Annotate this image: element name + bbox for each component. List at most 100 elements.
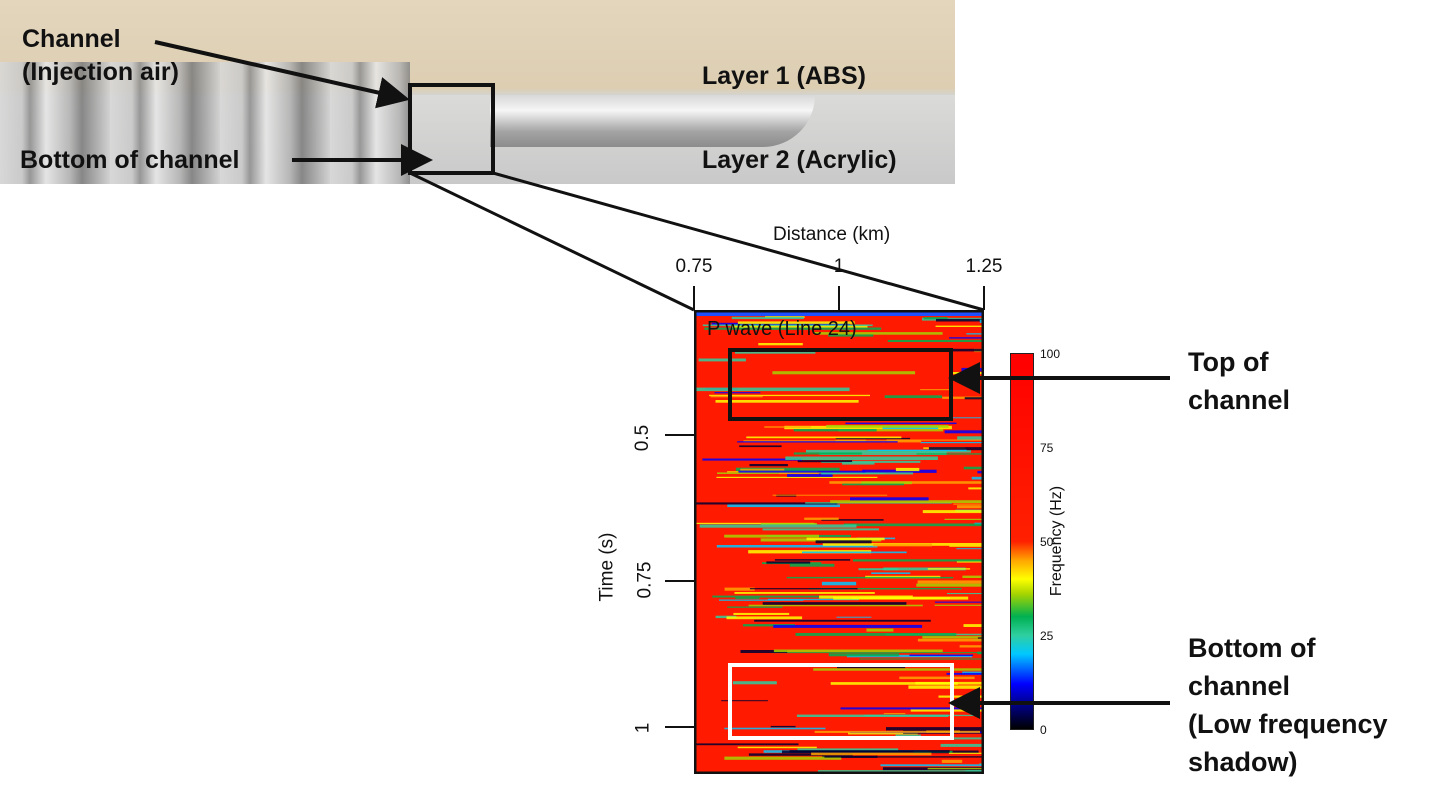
frequency-streak (766, 561, 811, 564)
frequency-streak (947, 593, 984, 595)
frequency-streak (934, 604, 984, 606)
frequency-streak (828, 653, 900, 657)
x-tick-0-75: 0.75 (675, 256, 713, 277)
frequency-streak (821, 519, 884, 521)
frequency-streak (817, 770, 984, 773)
frequency-streak (927, 568, 971, 570)
frequency-streak (956, 548, 984, 550)
frequency-streak (738, 470, 866, 473)
frequency-streak (977, 637, 984, 639)
frequency-streak (694, 743, 799, 746)
frequency-streak (813, 668, 984, 671)
frequency-streak (804, 517, 839, 520)
frequency-streak (770, 725, 796, 728)
frequency-streak (762, 528, 879, 531)
frequency-streak (826, 424, 949, 428)
frequency-streak (824, 756, 984, 758)
frequency-colorbar (1010, 353, 1034, 730)
frequency-streak (695, 522, 815, 524)
frequency-streak (760, 523, 817, 526)
frequency-streak (699, 524, 857, 528)
panel-title: P wave (Line 24) (707, 318, 857, 340)
frequency-streak (730, 324, 868, 328)
annotation-bottom-line-4: shadow) (1188, 747, 1298, 777)
frequency-streak (830, 682, 958, 685)
annotation-bottom-line-3: (Low frequency (1188, 709, 1388, 739)
frequency-streak (977, 651, 984, 655)
frequency-streak (949, 545, 984, 547)
frequency-streak (910, 709, 984, 712)
top-of-channel-box (728, 348, 953, 421)
arrow-channel (154, 40, 410, 109)
frequency-streak (715, 615, 737, 619)
frequency-streak (749, 588, 858, 590)
frequency-streak (789, 750, 950, 753)
frequency-streak (748, 604, 923, 607)
frequency-streak (947, 737, 984, 740)
frequency-streak (862, 469, 937, 473)
frequency-streak (767, 598, 859, 601)
frequency-streak (712, 595, 834, 598)
frequency-streak (793, 429, 877, 432)
top-blue-band (694, 310, 984, 316)
frequency-streak (702, 324, 873, 327)
frequency-streak (842, 462, 875, 465)
frequency-streak (709, 394, 870, 397)
frequency-streak (771, 652, 983, 654)
frequency-streak (694, 387, 850, 392)
frequency-streak (962, 575, 984, 578)
frequency-streak (867, 449, 967, 451)
frequency-streak (806, 449, 971, 453)
frequency-streak (920, 389, 950, 391)
frequency-streak (963, 466, 984, 470)
label-injection-air: (Injection air) (22, 58, 179, 86)
annotation-bottom-of-channel: Bottom of channel (Low frequency shadow) (1188, 629, 1388, 781)
frequency-streak (884, 395, 942, 399)
frequency-streak (940, 743, 984, 747)
frequency-streak (923, 317, 948, 320)
frequency-streak (922, 636, 984, 639)
frequency-streak (724, 587, 755, 591)
frequency-streak (735, 350, 816, 354)
frequency-streak (840, 707, 984, 710)
frequency-streak (724, 756, 842, 760)
label-layer-2: Layer 2 (Acrylic) (702, 146, 897, 174)
frequency-streak (886, 727, 984, 731)
frequency-streak (949, 337, 984, 339)
frequency-streak (787, 473, 833, 477)
frequency-streak (964, 397, 984, 400)
frequency-streak (895, 467, 920, 472)
frequency-streak (916, 453, 984, 455)
label-channel: Channel (22, 25, 121, 53)
frequency-streak (968, 487, 984, 490)
frequency-streak (772, 371, 916, 375)
frequency-streak (724, 534, 819, 538)
frequency-streak (797, 748, 899, 751)
frequency-streak (802, 551, 907, 554)
frequency-streak (789, 563, 835, 567)
frequency-streak (797, 460, 853, 463)
frequency-streak (850, 497, 929, 501)
frequency-streak (719, 599, 804, 601)
x-tick-1: 1 (833, 256, 845, 277)
frequency-streak (965, 770, 984, 773)
frequency-streak (928, 447, 984, 451)
frequency-streak (698, 358, 746, 362)
frequency-streak (941, 759, 963, 763)
frequency-streak (966, 333, 984, 335)
frequency-streak (935, 325, 984, 327)
frequency-streak (733, 612, 790, 615)
frequency-streak (737, 321, 855, 324)
frequency-streak (762, 602, 907, 605)
frequency-streak (835, 439, 866, 442)
frequency-streak (773, 624, 923, 628)
panel-frame (694, 310, 984, 774)
frequency-streak (734, 592, 875, 594)
frequency-streak (742, 624, 795, 627)
frequency-streak (773, 649, 943, 653)
frequency-streaks (694, 310, 984, 773)
frequency-streak (920, 442, 984, 444)
frequency-streak (886, 439, 984, 441)
frequency-streak (957, 505, 984, 509)
